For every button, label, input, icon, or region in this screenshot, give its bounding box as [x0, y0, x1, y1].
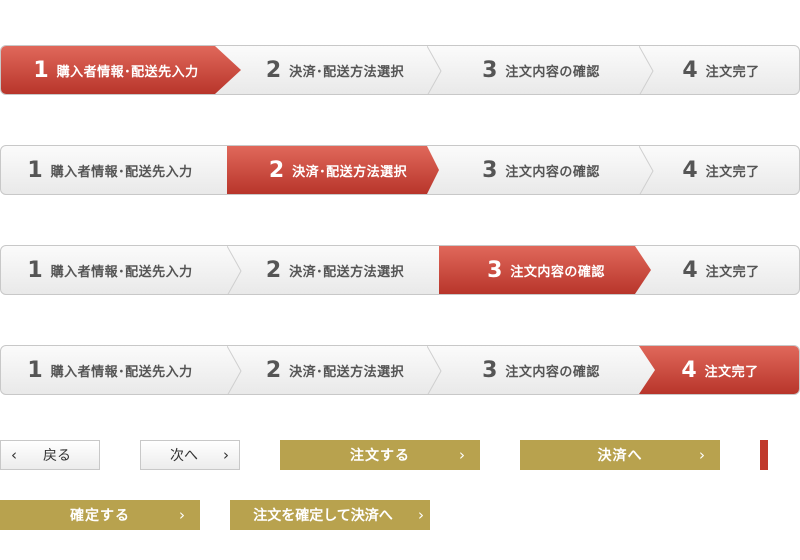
chevron-right-icon: ›: [223, 446, 229, 464]
step-2-payment-shipping: 2 決済･配送方法選択: [229, 346, 441, 394]
step-2-payment-shipping: 2 決済･配送方法選択: [229, 46, 441, 94]
step-label: 購入者情報･配送先入力: [50, 364, 193, 380]
step-label: 注文内容の確認: [505, 364, 600, 380]
chevron-separator-icon: [227, 246, 243, 294]
chevron-right-icon: ›: [459, 446, 466, 464]
step-4-order-complete: 4 注文完了: [641, 46, 799, 94]
next-button[interactable]: 次へ ›: [140, 440, 240, 470]
confirm-and-pay-button[interactable]: 注文を確定して決済へ ›: [230, 500, 430, 530]
step-number: 1: [27, 157, 43, 183]
chevron-separator-icon: [227, 346, 243, 394]
step-number: 4: [681, 357, 697, 383]
checkout-stepper-2: 1 購入者情報･配送先入力 2 決済･配送方法選択 3 注文内容の確認 4 注文…: [0, 145, 800, 195]
step-number: 1: [33, 57, 49, 83]
step-label: 決済･配送方法選択: [289, 64, 405, 80]
place-order-button[interactable]: 注文する ›: [280, 440, 480, 470]
step-label: 注文完了: [705, 64, 760, 80]
step-3-order-review: 3 注文内容の確認: [441, 346, 641, 394]
chevron-separator-icon: [427, 46, 443, 94]
step-3-order-review: 3 注文内容の確認: [441, 146, 641, 194]
step-number: 3: [482, 57, 498, 83]
chevron-separator-icon: [639, 146, 655, 194]
step-number: 3: [487, 257, 503, 283]
step-label: 注文完了: [705, 164, 760, 180]
step-label: 購入者情報･配送先入力: [56, 64, 199, 80]
chevron-separator-icon: [427, 346, 443, 394]
step-4-order-complete: 4 注文完了: [639, 346, 799, 394]
to-payment-label: 決済へ: [597, 448, 643, 464]
step-2-payment-shipping: 2 決済･配送方法選択: [227, 146, 439, 194]
chevron-separator-icon: [639, 46, 655, 94]
step-number: 3: [482, 157, 498, 183]
step-number: 1: [27, 357, 43, 383]
step-1-buyer-info: 1 購入者情報･配送先入力: [1, 346, 229, 394]
to-payment-button[interactable]: 決済へ ›: [520, 440, 720, 470]
step-number: 2: [265, 57, 282, 83]
step-label: 注文内容の確認: [505, 164, 600, 180]
chevron-left-icon: ‹: [11, 446, 17, 464]
checkout-stepper-1: 1 購入者情報･配送先入力 2 決済･配送方法選択 3 注文内容の確認 4 注文…: [0, 45, 800, 95]
back-button[interactable]: ‹ 戻る: [0, 440, 100, 470]
step-number: 4: [682, 57, 698, 83]
confirm-button[interactable]: 確定する ›: [0, 500, 200, 530]
step-number: 4: [682, 257, 698, 283]
step-1-buyer-info: 1 購入者情報･配送先入力: [1, 46, 241, 94]
step-4-order-complete: 4 注文完了: [641, 246, 799, 294]
step-2-payment-shipping: 2 決済･配送方法選択: [229, 246, 441, 294]
confirm-and-pay-label: 注文を確定して決済へ: [253, 508, 393, 524]
back-button-label: 戻る: [43, 448, 71, 464]
step-label: 決済･配送方法選択: [289, 264, 405, 280]
step-number: 1: [27, 257, 43, 283]
step-number: 3: [482, 357, 498, 383]
step-label: 購入者情報･配送先入力: [50, 164, 193, 180]
step-1-buyer-info: 1 購入者情報･配送先入力: [1, 146, 229, 194]
chevron-right-icon: ›: [179, 506, 186, 524]
checkout-stepper-4: 1 購入者情報･配送先入力 2 決済･配送方法選択 3 注文内容の確認 4 注文…: [0, 345, 800, 395]
step-label: 購入者情報･配送先入力: [50, 264, 193, 280]
confirm-label: 確定する: [70, 508, 130, 524]
step-number: 4: [682, 157, 698, 183]
chevron-right-icon: ›: [699, 446, 706, 464]
step-label: 注文完了: [704, 364, 759, 380]
step-label: 決済･配送方法選択: [289, 364, 405, 380]
step-label: 注文内容の確認: [505, 64, 600, 80]
step-4-order-complete: 4 注文完了: [641, 146, 799, 194]
checkout-stepper-3: 1 購入者情報･配送先入力 2 決済･配送方法選択 3 注文内容の確認 4 注文…: [0, 245, 800, 295]
step-label: 注文内容の確認: [510, 264, 605, 280]
accent-bar: [760, 440, 768, 470]
step-number: 2: [265, 357, 282, 383]
step-1-buyer-info: 1 購入者情報･配送先入力: [1, 246, 229, 294]
step-number: 2: [268, 157, 285, 183]
chevron-right-icon: ›: [418, 506, 424, 524]
step-3-order-review: 3 注文内容の確認: [439, 246, 651, 294]
step-number: 2: [265, 257, 282, 283]
place-order-label: 注文する: [350, 448, 410, 464]
step-3-order-review: 3 注文内容の確認: [441, 46, 641, 94]
step-label: 注文完了: [705, 264, 760, 280]
step-label: 決済･配送方法選択: [292, 164, 408, 180]
next-button-label: 次へ: [170, 448, 198, 464]
